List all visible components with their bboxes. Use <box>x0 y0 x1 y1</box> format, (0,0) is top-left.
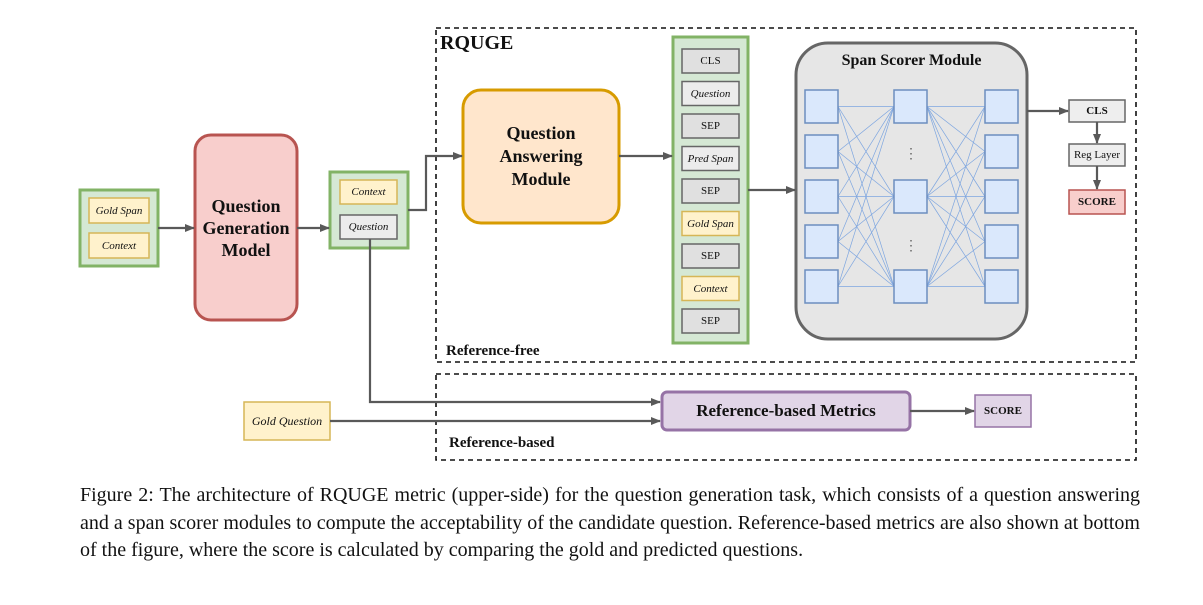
token-box <box>681 80 740 107</box>
token-label: Pred Span <box>687 152 734 165</box>
gold-question-box <box>243 401 331 441</box>
token-box <box>681 275 740 302</box>
nn-connection <box>926 106 986 287</box>
nn-node <box>804 179 839 214</box>
token-box <box>681 145 740 172</box>
token-label: Gold Span <box>687 217 734 230</box>
token-label: SEP <box>701 185 720 197</box>
token-label: SEP <box>701 120 720 132</box>
nn-node <box>984 89 1019 124</box>
edge-output-to-qa <box>408 152 463 212</box>
output-question-box <box>339 214 398 240</box>
nn-node <box>804 224 839 259</box>
nn-connection <box>837 106 895 197</box>
rquge-title: RQUGE <box>440 31 514 54</box>
reference-free-label: Reference-free <box>446 342 540 359</box>
gold-question-label: Gold Question <box>251 413 323 428</box>
nn-connection <box>926 241 986 287</box>
nn-connection <box>926 106 986 152</box>
rquge-score-label: SCORE <box>1078 196 1116 208</box>
token-label: Question <box>690 87 731 100</box>
nn-connection <box>926 106 986 197</box>
nn-node <box>984 269 1019 304</box>
edge-question-to-metrics <box>368 239 661 406</box>
nn-node <box>984 134 1019 169</box>
nn-node <box>804 89 839 124</box>
output-context-box <box>339 179 398 205</box>
nn-node <box>893 179 928 214</box>
nn-connection <box>926 196 986 287</box>
figure-caption: Figure 2: The architecture of RQUGE metr… <box>80 484 1140 561</box>
architecture-diagram: Gold Span Context Question Generation Mo… <box>78 27 1137 461</box>
context-input <box>88 232 150 259</box>
token-box <box>681 210 740 237</box>
nn-connection <box>926 151 986 197</box>
qa-module-label: Question Answering Module <box>499 123 583 189</box>
nn-node <box>804 269 839 304</box>
qg-model-label: Question Generation Model <box>202 195 290 260</box>
gold-span-label: Gold Span <box>95 204 143 217</box>
reg-layer-label: Reg Layer <box>1073 149 1121 161</box>
token-label: SEP <box>701 315 720 327</box>
reference-based-metrics-label: Reference-based Metrics <box>696 401 876 420</box>
rquge-score-box <box>1068 189 1126 215</box>
nn-connection <box>926 151 986 287</box>
token-label: Context <box>693 282 728 295</box>
token-label: SEP <box>701 250 720 262</box>
token-box <box>681 178 740 204</box>
nn-node <box>804 134 839 169</box>
nn-node <box>984 179 1019 214</box>
token-label: CLS <box>700 55 721 67</box>
nn-node <box>893 269 928 304</box>
reference-free-region <box>435 27 1137 363</box>
nn-node <box>984 224 1019 259</box>
context-label: Context <box>101 239 137 252</box>
reference-based-region <box>435 373 1137 461</box>
gold-span-input <box>88 197 150 224</box>
nn-connection <box>837 196 895 287</box>
cls-output-label: CLS <box>1086 105 1108 117</box>
nn-dots-bottom: ⋮ <box>904 238 918 254</box>
token-box <box>681 113 740 139</box>
reference-score-label: SCORE <box>984 405 1022 417</box>
token-box <box>681 48 740 74</box>
nn-connection <box>837 241 895 287</box>
token-box <box>681 308 740 334</box>
output-context-label: Context <box>351 186 386 198</box>
span-scorer-title: Span Scorer Module <box>841 52 982 69</box>
nn-connection <box>837 106 895 242</box>
output-question-label: Question <box>348 221 389 233</box>
nn-dots-top: ⋮ <box>904 146 918 162</box>
nn-connection <box>837 106 895 152</box>
diagram-canvas <box>78 27 1137 461</box>
reference-based-label: Reference-based <box>449 434 555 451</box>
reference-score-box <box>974 394 1032 428</box>
token-box <box>681 243 740 269</box>
nn-connection <box>837 196 895 242</box>
nn-node <box>893 89 928 124</box>
nn-connection <box>837 106 895 287</box>
